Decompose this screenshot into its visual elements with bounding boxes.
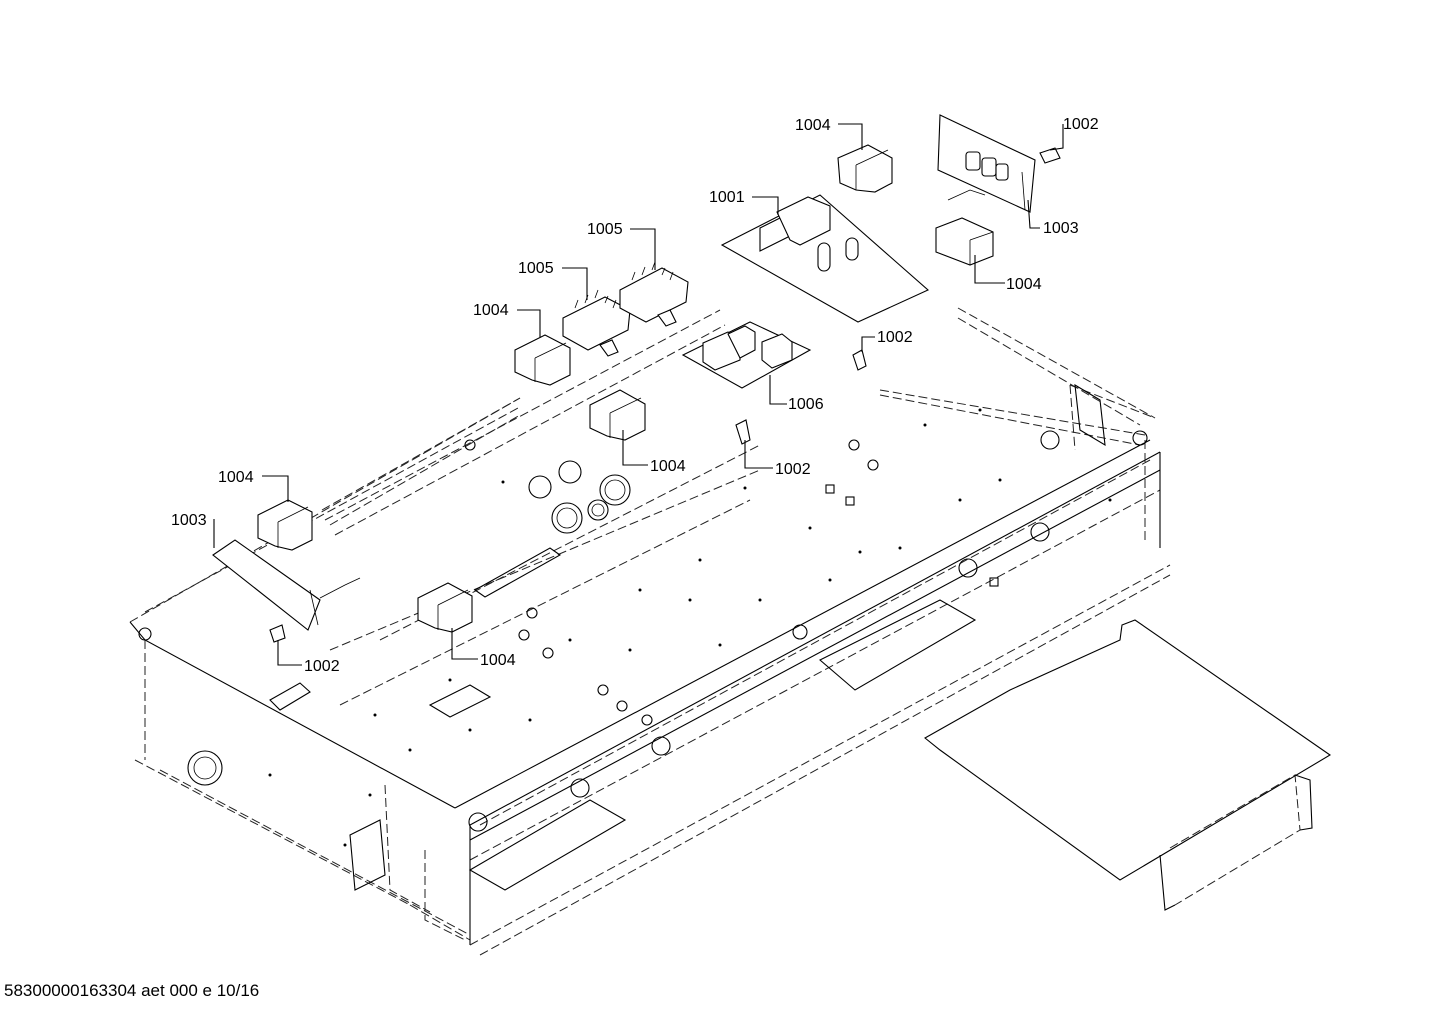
callout-1004-lower: 1004	[480, 652, 516, 669]
callout-1004-center: 1004	[650, 458, 686, 475]
callout-1003-right: 1003	[1043, 220, 1079, 237]
callout-1002-mid: 1002	[877, 329, 913, 346]
part-1004-relay-a	[837, 144, 893, 193]
callout-1001: 1001	[709, 189, 745, 206]
part-1002-clip-c	[735, 419, 751, 445]
part-1001-board	[720, 194, 930, 323]
callout-1003-left: 1003	[171, 512, 207, 529]
part-1002-clip-a	[1039, 147, 1061, 164]
callout-1004-right: 1004	[1006, 276, 1042, 293]
callout-1002-top-right: 1002	[1063, 116, 1099, 133]
callout-1004-top: 1004	[795, 117, 831, 134]
callout-1002-left: 1002	[304, 658, 340, 675]
callout-1004-left: 1004	[218, 469, 254, 486]
callout-1002-center: 1002	[775, 461, 811, 478]
part-1004-relay-e	[257, 499, 313, 551]
part-1003-board-left	[212, 539, 361, 631]
part-1002-clip-d	[269, 624, 286, 643]
document-code: 58300000163304 aet 000 e 10/16	[4, 981, 260, 1000]
part-1004-relay-d	[589, 389, 646, 441]
callout-1005-upper: 1005	[587, 221, 623, 238]
part-1002-clip-b	[852, 349, 867, 371]
callout-1006: 1006	[788, 396, 824, 413]
mounting-holes	[138, 408, 1148, 847]
part-1004-relay-f	[417, 582, 473, 633]
callout-1005-lower: 1005	[518, 260, 554, 277]
callout-1004-mid-left: 1004	[473, 302, 509, 319]
chassis-frame	[129, 307, 1171, 956]
part-1004-relay-c	[514, 334, 571, 386]
part-1005-terminal-b	[619, 261, 689, 327]
leader-lines	[213, 123, 1064, 666]
part-1004-relay-b	[935, 217, 994, 266]
cover-panel	[924, 619, 1332, 911]
part-1003-board-right	[937, 114, 1036, 213]
plate-cutouts	[269, 383, 1106, 891]
callout-labels: 1004 1002 1001 1003 1005 1005 1004 1004 …	[171, 116, 1099, 675]
part-1006-board	[681, 321, 812, 389]
